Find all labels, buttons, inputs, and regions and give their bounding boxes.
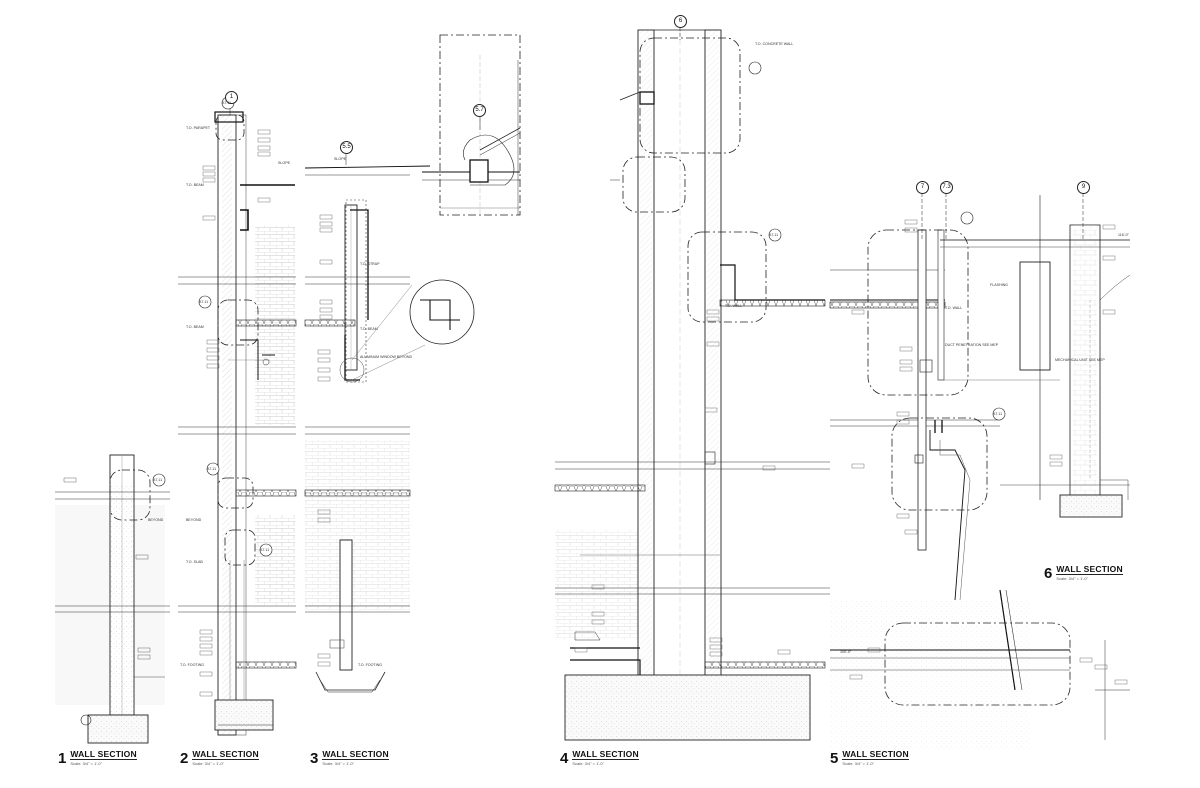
label-beam-3: T.O. BEAM <box>360 327 378 331</box>
label-duct: DUCT PENETRATION SEE MEP <box>945 343 999 347</box>
label-footing-2: T.O. FOOTING <box>180 663 204 667</box>
callout-tag-7: A7.11 <box>993 412 1003 416</box>
label-aluminum: ALUMINUM WINDOW BEYOND <box>360 355 413 359</box>
section-3-number: 3 <box>310 750 319 767</box>
grid-bubble-7: 7 <box>916 181 929 194</box>
label-mech: MECHANICAL UNIT SEE MEP <box>1055 358 1105 362</box>
label-slab-2: T.O. SLAB <box>186 560 203 564</box>
section-3-scale: Scale: 3/4" = 1'-0" <box>322 759 389 766</box>
section-1-number: 1 <box>58 750 67 767</box>
section-1-name: WALL SECTION <box>70 749 137 759</box>
grid-bubble-1: 1 <box>225 91 238 104</box>
label-flashing: FLASHING <box>990 283 1008 287</box>
grid-lines <box>229 27 1084 240</box>
tag-boxes <box>199 129 1128 697</box>
callout-tag-1: A7.11 <box>222 101 232 105</box>
section-6-title: 6 WALL SECTION Scale: 3/4" = 1'-0" <box>1044 564 1123 581</box>
label-strap-3: T.O. STRAP <box>360 262 380 266</box>
detail-5-7-graphic <box>422 34 521 216</box>
section-1-graphic <box>55 454 170 744</box>
section-5-name: WALL SECTION <box>842 749 909 759</box>
section-3-title: 3 WALL SECTION Scale: 3/4" = 1'-0" <box>310 749 389 766</box>
section-6-number: 6 <box>1044 565 1053 582</box>
section-1-scale: Scale: 3/4" = 1'-0" <box>70 759 137 766</box>
section-3-name: WALL SECTION <box>322 749 389 759</box>
grid-bubble-5-7: 5.7 <box>473 104 486 117</box>
section-2-name: WALL SECTION <box>192 749 259 759</box>
section-4-scale: Scale: 3/4" = 1'-0" <box>572 759 639 766</box>
label-elev-2: 100'-0" <box>840 650 852 654</box>
label-parapet: T.O. PARAPET <box>186 126 211 130</box>
grid-bubble-7-3: 7.3 <box>940 181 953 194</box>
grid-bubble-9: 9 <box>1077 181 1090 194</box>
section-6-scale: Scale: 3/4" = 1'-0" <box>1056 574 1123 581</box>
section-5-scale: Scale: 3/4" = 1'-0" <box>842 759 909 766</box>
label-elev-1: 116'-0" <box>1118 233 1129 237</box>
callout-tag-3: A7.11 <box>207 467 217 471</box>
section-5-graphic <box>829 229 1130 750</box>
section-5-title: 5 WALL SECTION Scale: 3/4" = 1'-0" <box>830 749 909 766</box>
label-concrete-wall: T.O. CONCRETE WALL <box>755 42 794 46</box>
grid-bubble-5-5: 5.5 <box>340 141 353 154</box>
label-beyond-2: BEYOND <box>186 518 202 522</box>
callout-tag-5: A7.11 <box>153 478 163 482</box>
label-beyond-1: BEYOND <box>148 518 164 522</box>
section-6-graphic <box>940 195 1131 518</box>
section-6-name: WALL SECTION <box>1056 564 1123 574</box>
section-2-title: 2 WALL SECTION Scale: 3/4" = 1'-0" <box>180 749 259 766</box>
section-2-scale: Scale: 3/4" = 1'-0" <box>192 759 259 766</box>
label-beam-2b: T.O. BEAM <box>186 325 204 329</box>
section-4-title: 4 WALL SECTION Scale: 3/4" = 1'-0" <box>560 749 639 766</box>
label-footing-3: T.O. FOOTING <box>358 663 382 667</box>
callout-tag-4: A7.11 <box>260 548 270 552</box>
section-5-number: 5 <box>830 750 839 767</box>
label-wall-4: T.O. WALL <box>725 304 743 308</box>
section-2-number: 2 <box>180 750 189 767</box>
section-4-name: WALL SECTION <box>572 749 639 759</box>
section-2-graphic <box>178 111 297 736</box>
label-wall-5: T.O. WALL <box>945 306 963 310</box>
grid-bubble-6: 6 <box>674 15 687 28</box>
callout-tag-6: A7.11 <box>769 233 779 237</box>
section-4-number: 4 <box>560 750 569 767</box>
section-4-graphic <box>554 29 830 741</box>
label-slope-3: SLOPE <box>334 157 346 161</box>
callout-tag-2: A7.11 <box>199 300 209 304</box>
section-1-title: 1 WALL SECTION Scale: 3/4" = 1'-0" <box>58 749 137 766</box>
label-beam-2: T.O. BEAM <box>186 183 204 187</box>
section-3-graphic <box>304 165 475 693</box>
label-slope-2: SLOPE <box>278 161 290 165</box>
